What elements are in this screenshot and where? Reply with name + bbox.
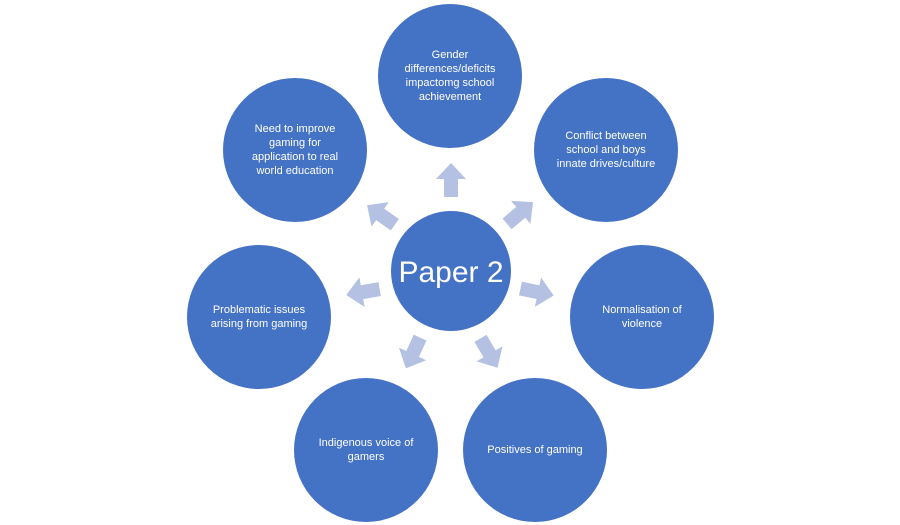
node-need-to-improve-label: Need to improve gaming for application t… <box>251 123 339 177</box>
arrow-icon <box>502 200 534 230</box>
arrow-icon <box>398 334 427 369</box>
node-normalisation-label: Normalisation of violence <box>602 304 682 330</box>
node-conflict: Conflict between school and boys innate … <box>534 78 678 222</box>
arrow-to-conflict <box>497 191 542 236</box>
node-indigenous-label: Indigenous voice of gamers <box>318 437 414 463</box>
node-need-to-improve: Need to improve gaming for application t… <box>223 78 367 222</box>
arrow-to-need-to-improve <box>358 193 403 237</box>
arrow-to-problematic <box>344 274 383 309</box>
arrow-icon <box>474 334 503 368</box>
arrow-to-gender <box>436 163 466 197</box>
arrow-to-indigenous <box>392 331 434 374</box>
arrow-to-normalisation <box>517 274 556 310</box>
node-problematic-label: Problematic issues arising from gaming <box>210 304 308 330</box>
node-gender-differences-label: Gender differences/deficits impactomg sc… <box>404 49 496 103</box>
center-node: Paper 2 <box>391 211 511 331</box>
arrow-icon <box>436 163 466 197</box>
node-positives: Positives of gaming <box>463 378 607 522</box>
node-gender-differences: Gender differences/deficits impactomg sc… <box>378 4 522 148</box>
node-problematic: Problematic issues arising from gaming <box>187 245 331 389</box>
arrow-to-positives <box>468 331 511 375</box>
arrow-icon <box>367 202 399 231</box>
node-conflict-label: Conflict between school and boys innate … <box>556 130 656 170</box>
node-positives-label: Positives of gaming <box>487 444 583 456</box>
arrow-icon <box>518 277 554 307</box>
node-indigenous: Indigenous voice of gamers <box>294 378 438 522</box>
arrow-icon <box>346 277 381 307</box>
node-normalisation: Normalisation of violence <box>570 245 714 389</box>
center-label: Paper 2 <box>398 256 504 289</box>
